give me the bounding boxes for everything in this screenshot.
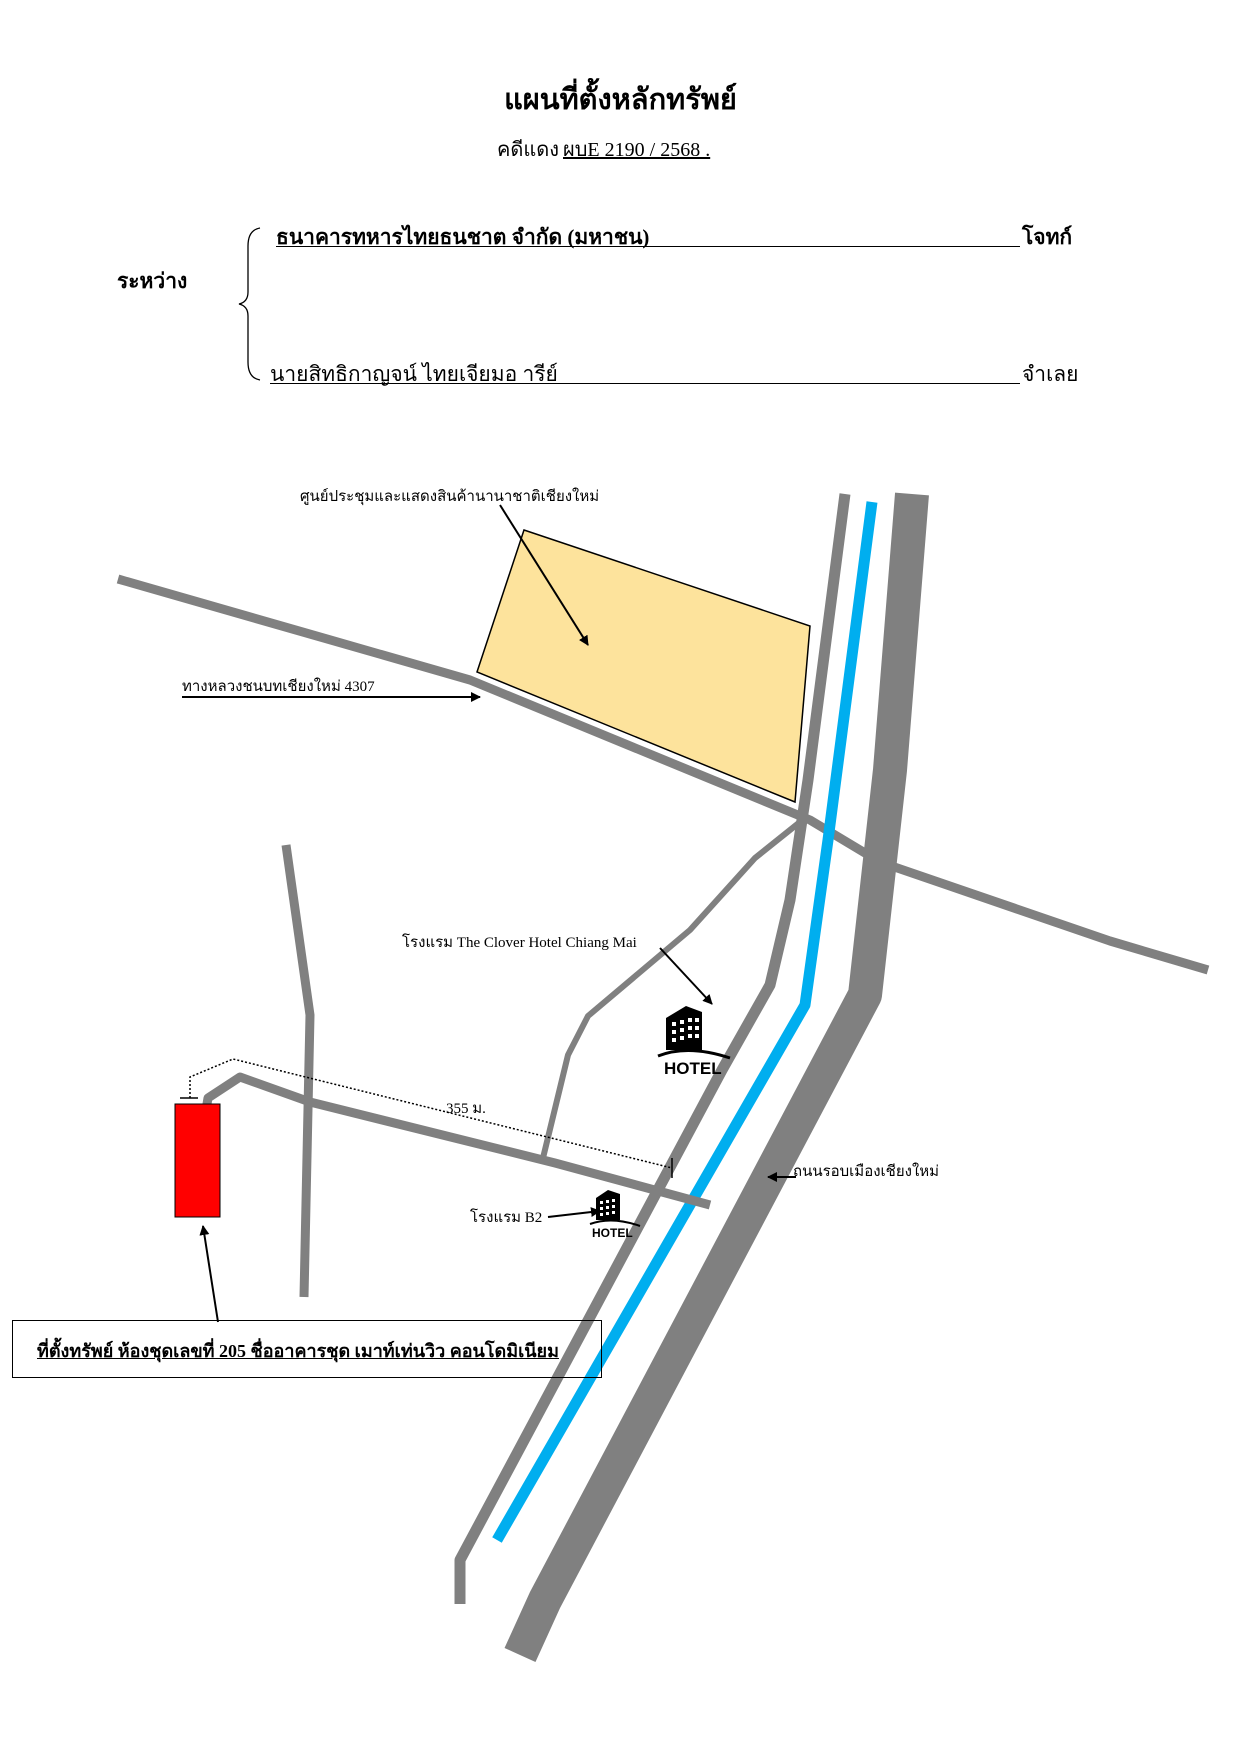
clover-hotel-label: โรงแรม The Clover Hotel Chiang Mai	[402, 935, 637, 951]
highway-label: ทางหลวงชนบทเชียงใหม่ 4307	[182, 679, 375, 695]
highway-4307-road	[116, 574, 1210, 975]
b2-hotel-label: โรงแรม B2	[470, 1210, 543, 1226]
vertical-road-left	[281, 844, 315, 1298]
soi-road-to-property	[201, 1072, 712, 1210]
defendant-name: นายสิทธิกาญจน์ ไทยเจียมอ ารีย์	[270, 362, 558, 386]
property-label: ที่ตั้งทรัพย์ ห้องชุดเลขที่ 205 ชื่ออาคา…	[37, 1341, 559, 1361]
clover-hotel-icon-text: HOTEL	[664, 1059, 722, 1078]
property-label-box	[12, 1320, 602, 1378]
brace-icon	[238, 227, 261, 381]
clover-hotel-icon: HOTEL	[657, 1006, 731, 1078]
canal-river	[492, 501, 878, 1543]
plaintiff-name: ธนาคารทหารไทยธนชาต จำกัด (มหาชน)	[276, 225, 650, 249]
b2-hotel-icon-text: HOTEL	[592, 1226, 633, 1240]
page-title: แผนที่ตั้งหลักทรัพย์	[504, 84, 737, 116]
property-arrow	[199, 1225, 219, 1323]
distance-label: 355 ม.	[446, 1101, 486, 1117]
side-road-junction	[540, 819, 802, 1159]
convention-center-area	[476, 529, 811, 804]
b2-hotel-icon: HOTEL	[589, 1190, 641, 1240]
clover-arrow	[659, 947, 713, 1005]
convention-center-label: ศูนย์ประชุมและแสดงสินค้านานาชาติเชียงใหม…	[300, 489, 600, 505]
ring-road-outer	[504, 492, 929, 1663]
case-number: ผบE 2190 / 2568 .	[563, 139, 711, 161]
case-line: คดีแดงผบE 2190 / 2568 .	[497, 133, 716, 165]
plaintiff-underline	[276, 246, 1020, 247]
defendant-underline	[270, 383, 1020, 384]
ring-road-inner	[454, 493, 851, 1604]
ring-road-label: ถนนรอบเมืองเชียงใหม่	[793, 1164, 940, 1180]
case-label: คดีแดง	[497, 139, 560, 161]
between-label: ระหว่าง	[117, 269, 188, 293]
b2-arrow	[547, 1207, 601, 1218]
defendant-role: จำเลย	[1022, 362, 1079, 386]
property-building	[174, 1103, 221, 1218]
plaintiff-role: โจทก์	[1022, 225, 1073, 249]
distance-dotted-line	[189, 1058, 673, 1169]
convention-arrow	[499, 504, 589, 646]
